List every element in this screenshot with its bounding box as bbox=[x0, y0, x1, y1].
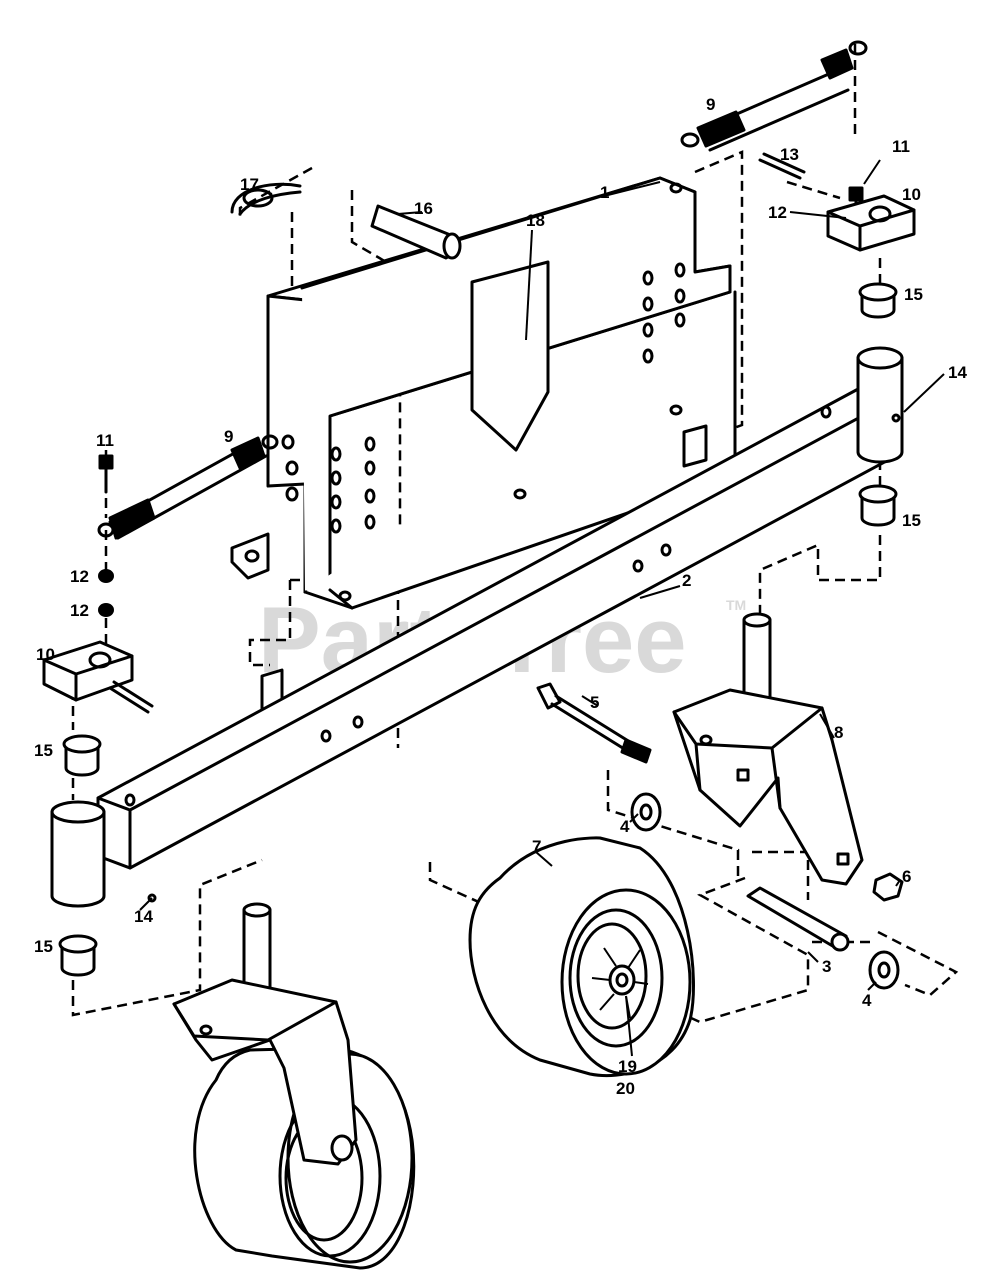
spring-rod-left bbox=[97, 434, 279, 540]
roll-pins bbox=[108, 152, 806, 714]
bushings bbox=[58, 282, 898, 977]
callout-roll-pin: 13 bbox=[780, 145, 799, 164]
callout-spacer-tube: 3 bbox=[822, 957, 831, 976]
callout-nut-right: 12 bbox=[768, 203, 787, 222]
callout-axle: 2 bbox=[682, 571, 691, 590]
callout-carriage-bolt: 5 bbox=[590, 693, 599, 712]
callout-washer-rear: 4 bbox=[862, 991, 872, 1010]
callout-bushing-right-bottom: 15 bbox=[902, 511, 921, 530]
callout-spring-right: 9 bbox=[706, 95, 715, 114]
washers bbox=[630, 792, 900, 990]
callout-bushing-left-top: 15 bbox=[34, 741, 53, 760]
spring-rod-right bbox=[680, 40, 868, 152]
latch-plate-right bbox=[826, 194, 916, 252]
caster-fork-right bbox=[672, 612, 864, 886]
callout-latch-plate-right: 10 bbox=[902, 185, 921, 204]
callout-decal: 18 bbox=[526, 211, 545, 230]
left-pivot-tube bbox=[50, 800, 106, 908]
callout-latch-plate-left: 10 bbox=[36, 645, 55, 664]
callout-nut-left-a: 12 bbox=[70, 567, 89, 586]
callout-wheel: 7 bbox=[532, 837, 541, 856]
callout-nut-left-b: 12 bbox=[70, 601, 89, 620]
latch-plate-left bbox=[42, 640, 134, 702]
callout-spring-left: 9 bbox=[224, 427, 233, 446]
callout-bearing-alt: 20 bbox=[616, 1079, 635, 1098]
carriage-bolt bbox=[536, 682, 652, 764]
grease-fittings bbox=[147, 413, 901, 903]
right-pivot-tube bbox=[856, 346, 904, 464]
hairpin-clip bbox=[230, 182, 302, 216]
callout-bolt-right: 11 bbox=[892, 137, 910, 156]
spacer-tube bbox=[746, 886, 850, 952]
decal bbox=[470, 260, 550, 452]
svg-text:TM: TM bbox=[726, 597, 746, 613]
callout-bolt-left: 11 bbox=[96, 431, 114, 450]
caster-wheel-left bbox=[172, 902, 416, 1270]
callout-grease-fitting-right: 14 bbox=[948, 363, 967, 382]
callout-caster-fork: 8 bbox=[834, 723, 843, 742]
callout-bushing-right-top: 15 bbox=[904, 285, 923, 304]
callout-grease-fitting-left: 14 bbox=[134, 907, 153, 926]
callout-frame: 1 bbox=[600, 183, 609, 202]
rear-wheel bbox=[468, 836, 695, 1078]
callouts: 1 2 3 4 4 5 6 7 8 9 9 10 10 11 11 12 12 … bbox=[34, 95, 967, 1098]
bolt-left bbox=[98, 454, 114, 494]
pin bbox=[370, 204, 462, 260]
callout-nut: 6 bbox=[902, 867, 911, 886]
callout-bushing-left-bottom: 15 bbox=[34, 937, 53, 956]
callout-hairpin-clip: 17 bbox=[240, 175, 259, 194]
frame-plate bbox=[230, 176, 737, 726]
callout-washer-front: 4 bbox=[620, 817, 630, 836]
leader-lines bbox=[139, 159, 945, 1057]
callout-pin: 16 bbox=[414, 199, 433, 218]
callout-bearing: 19 bbox=[618, 1057, 637, 1076]
